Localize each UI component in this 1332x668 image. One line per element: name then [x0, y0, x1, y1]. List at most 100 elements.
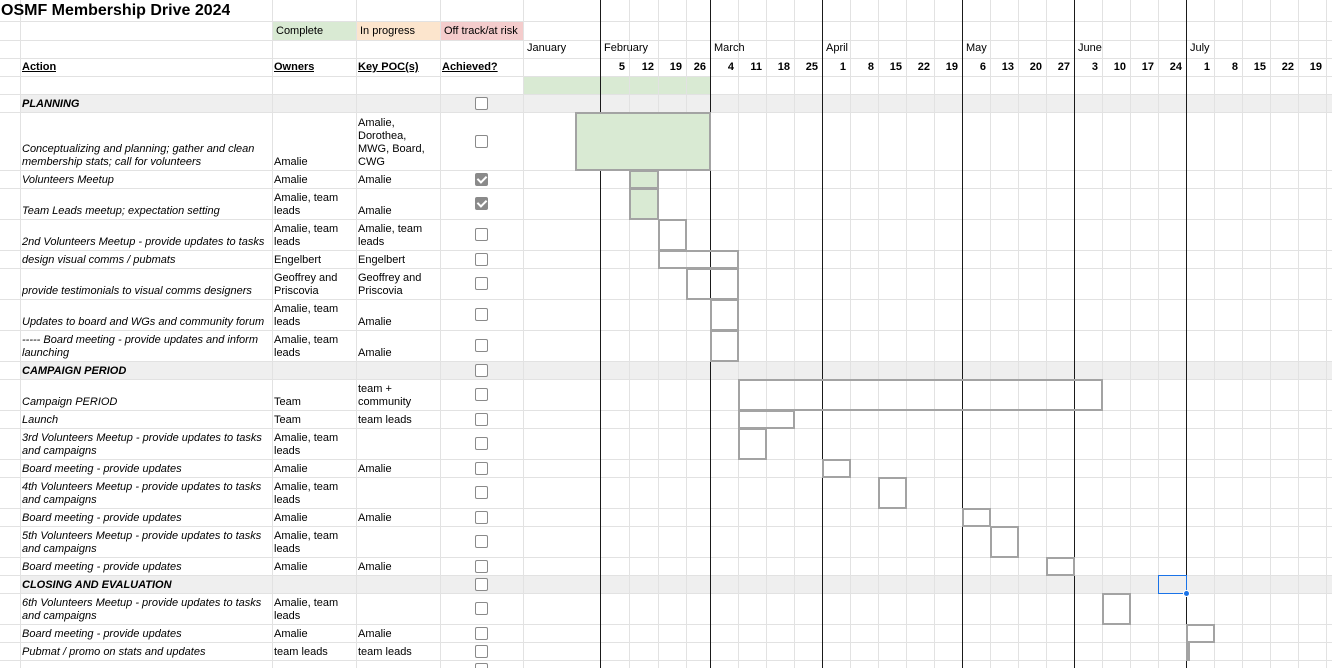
achieved-checkbox[interactable]	[475, 559, 488, 573]
achieved-checkbox[interactable]	[475, 96, 488, 110]
task-poc: team leads	[358, 646, 412, 658]
achieved-checkbox[interactable]	[475, 412, 488, 426]
task-poc	[358, 428, 438, 459]
achieved-checkbox[interactable]	[475, 339, 488, 352]
selection-handle[interactable]	[1183, 590, 1190, 597]
grid-row-line	[0, 575, 1332, 576]
task-poc: Engelbert	[358, 254, 406, 266]
grid-row-line	[0, 379, 1332, 380]
grid-col-line	[1326, 0, 1327, 668]
achieved-checkbox[interactable]	[475, 134, 488, 148]
achieved-checkbox[interactable]	[475, 486, 488, 499]
gantt-bar[interactable]	[658, 219, 687, 251]
gantt-bar[interactable]	[990, 526, 1019, 558]
gantt-bar[interactable]	[1186, 624, 1215, 643]
grid-col-line	[356, 0, 357, 668]
task-poc: Amalie	[358, 347, 392, 359]
gantt-bar[interactable]	[738, 428, 767, 460]
section-band	[20, 361, 1332, 379]
achieved-checkbox[interactable]	[475, 626, 488, 640]
task-owners: Amalie, team leads	[274, 530, 339, 555]
achieved-checkbox[interactable]	[475, 510, 488, 524]
gantt-bar[interactable]	[1102, 593, 1131, 625]
month-label: January	[527, 42, 567, 54]
achieved-checkbox[interactable]	[475, 437, 488, 450]
grid-col-line	[1298, 0, 1299, 668]
month-label: June	[1078, 42, 1102, 54]
achieved-checkbox[interactable]	[475, 252, 488, 266]
grid-row-line	[0, 428, 1332, 429]
gantt-bar[interactable]	[738, 379, 1103, 411]
achieved-checkbox[interactable]	[475, 644, 488, 658]
gantt-bar[interactable]	[575, 112, 711, 171]
gantt-bar[interactable]	[686, 268, 739, 300]
achieved-checkbox[interactable]	[475, 602, 488, 615]
legend-in-progress: In progress	[356, 21, 441, 41]
grid-row-line	[0, 593, 1332, 594]
grid-col-line	[1214, 0, 1215, 668]
grid-row-line	[0, 624, 1332, 625]
gantt-bar[interactable]	[1046, 557, 1075, 576]
week-day: 4	[727, 61, 734, 73]
achieved-checkbox[interactable]	[475, 388, 488, 401]
achieved-checkbox[interactable]	[475, 461, 488, 475]
grid-row-line	[0, 299, 1332, 300]
achieved-checkbox[interactable]	[475, 277, 488, 290]
task-poc: Amalie	[358, 174, 392, 186]
week-day: 8	[1231, 61, 1238, 73]
achieved-checkbox[interactable]	[475, 197, 488, 210]
gantt-bar[interactable]	[658, 250, 739, 269]
achieved-checkbox[interactable]	[475, 363, 488, 377]
grid-col-line	[629, 0, 630, 668]
gantt-bar[interactable]	[710, 299, 739, 331]
legend-complete: Complete	[272, 21, 357, 41]
week-day: 24	[1169, 61, 1182, 73]
gantt-bar[interactable]	[738, 410, 795, 429]
gantt-bar[interactable]	[822, 459, 851, 478]
gantt-bar[interactable]	[878, 477, 907, 509]
week-day: 6	[979, 61, 986, 73]
section-band	[20, 94, 1332, 112]
week-day: 15	[1253, 61, 1266, 73]
section-header: PLANNING	[22, 98, 80, 110]
week-day: 13	[1001, 61, 1014, 73]
grid-col-line	[794, 0, 795, 668]
grid-col-line	[1046, 0, 1047, 668]
achieved-checkbox[interactable]	[475, 662, 488, 668]
grid-col-line	[1242, 0, 1243, 668]
task-owners: Amalie, team leads	[274, 192, 339, 217]
task-poc: Amalie	[358, 316, 392, 328]
achieved-checkbox[interactable]	[475, 308, 488, 321]
grid-col-line	[272, 0, 273, 668]
week-day: 12	[641, 61, 654, 73]
gantt-bar[interactable]	[1186, 642, 1190, 661]
gantt-bar[interactable]	[710, 330, 739, 362]
grid-col-line	[1130, 0, 1131, 668]
achieved-checkbox[interactable]	[475, 535, 488, 548]
task-poc: Amalie, Dorothea, MWG, Board, CWG	[358, 117, 425, 168]
achieved-checkbox[interactable]	[475, 228, 488, 241]
gantt-bar[interactable]	[962, 508, 991, 527]
week-day: 22	[1281, 61, 1294, 73]
week-day: 19	[945, 61, 958, 73]
week-day: 17	[1141, 61, 1154, 73]
achieved-checkbox[interactable]	[475, 577, 488, 591]
header-poc: Key POC(s)	[358, 61, 419, 73]
task-poc	[358, 593, 438, 624]
grid-col-line	[906, 0, 907, 668]
gantt-bar[interactable]	[629, 170, 659, 189]
grid-col-line	[440, 0, 441, 668]
grid-col-line	[523, 0, 524, 668]
week-day: 10	[1113, 61, 1126, 73]
grid-row-line	[0, 76, 1332, 77]
achieved-checkbox[interactable]	[475, 172, 488, 186]
grid-row-line	[0, 508, 1332, 509]
week-day: 1	[1203, 61, 1210, 73]
gantt-bar[interactable]	[629, 188, 659, 220]
task-owners: Amalie, team leads	[274, 597, 339, 622]
selected-cell[interactable]	[1158, 575, 1187, 594]
grid-col-line	[1158, 0, 1159, 668]
task-action	[22, 660, 270, 668]
week-day: 27	[1057, 61, 1070, 73]
